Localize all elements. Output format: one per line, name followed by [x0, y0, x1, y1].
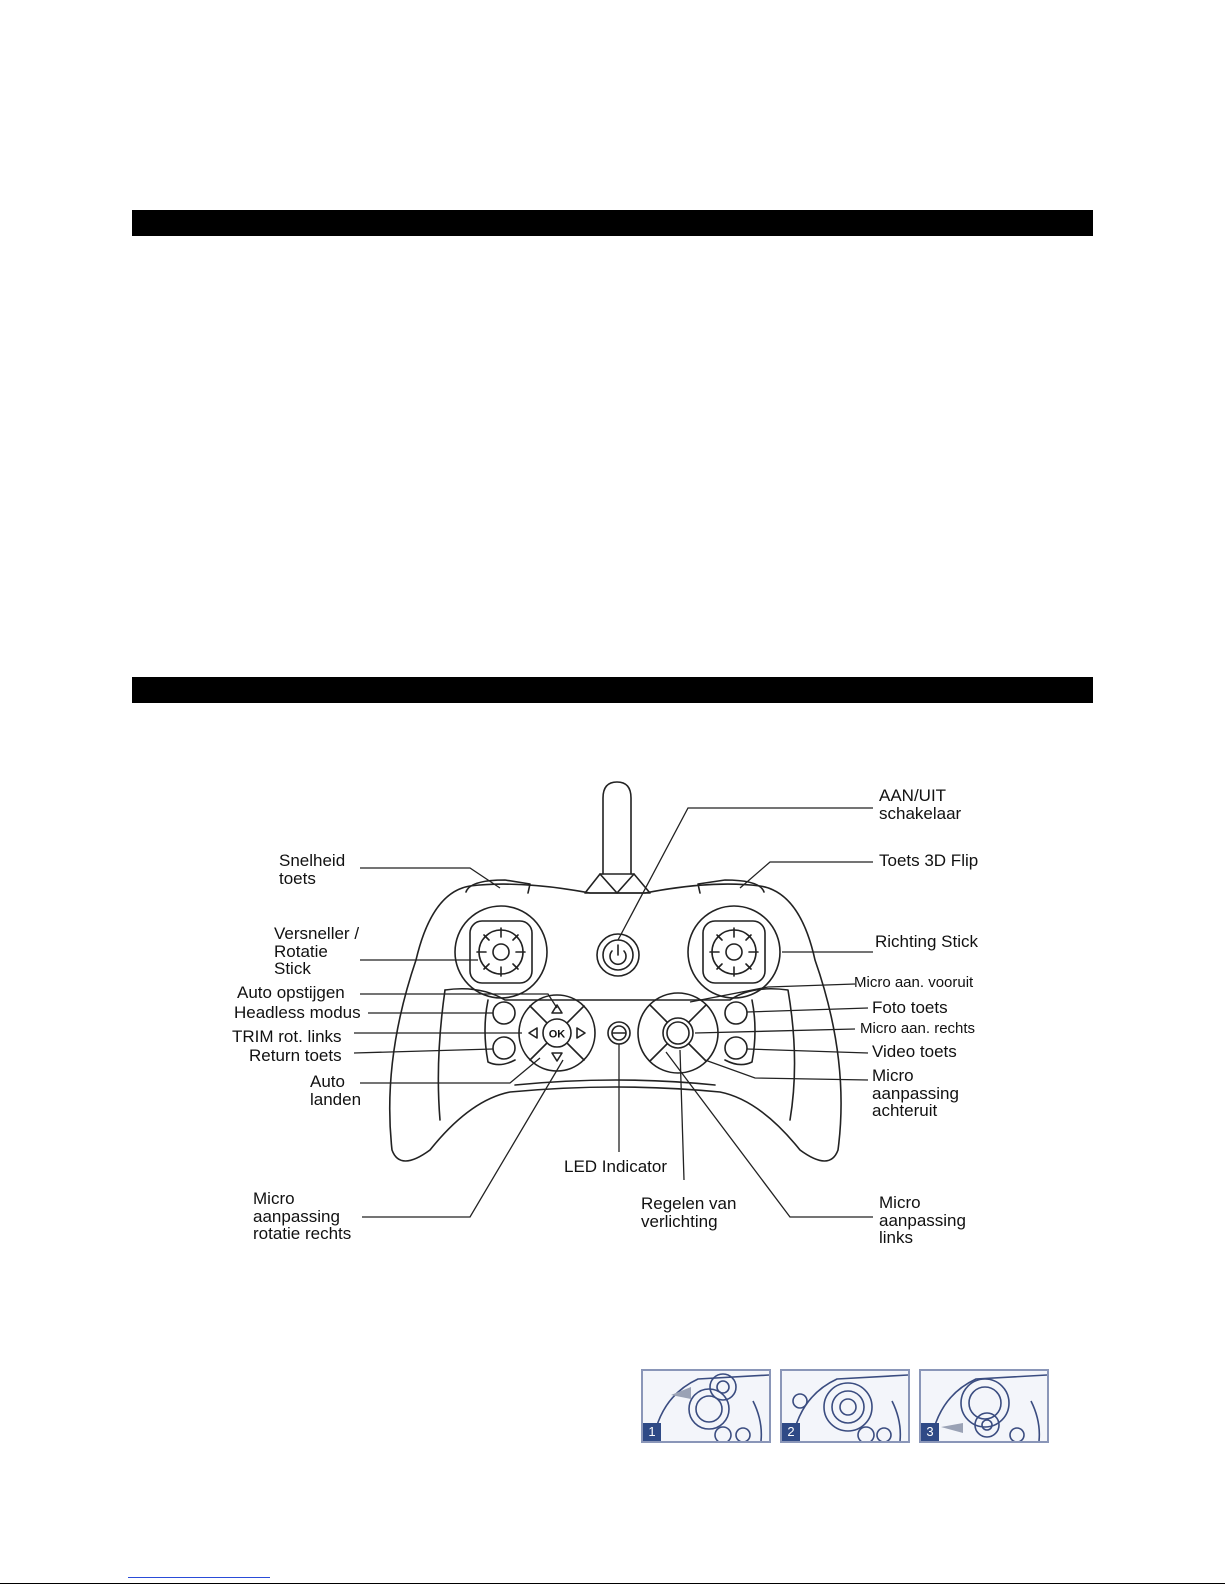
return-button: [492, 1036, 516, 1060]
label-auto-takeoff: Auto opstijgen: [237, 983, 345, 1002]
flip-shoulder-button: [697, 879, 765, 894]
power-button: [596, 933, 640, 977]
label-return-button: Return toets: [249, 1046, 342, 1065]
controller-body: [388, 883, 842, 1162]
leader-lines: [353, 807, 873, 1218]
step-image-3: 3: [919, 1369, 1049, 1443]
left-stick: [454, 905, 548, 999]
step-number: 2: [782, 1423, 800, 1441]
label-trim-rotation-left: TRIM rot. links: [232, 1027, 342, 1046]
label-led-indicator: LED Indicator: [564, 1157, 667, 1176]
label-speed-button: Snelheid toets: [279, 851, 346, 888]
label-auto-landing: Auto landen: [310, 1072, 362, 1109]
video-button: [724, 1036, 748, 1060]
stick-cap-illustration: [791, 1374, 908, 1441]
label-3d-flip-button: Toets 3D Flip: [879, 851, 979, 870]
label-headless-mode: Headless modus: [234, 1003, 361, 1022]
speed-shoulder-button: [465, 879, 531, 894]
right-stick: [687, 905, 781, 999]
label-video-button: Video toets: [872, 1042, 957, 1061]
step-number: 3: [921, 1423, 939, 1441]
headless-button: [492, 1001, 516, 1025]
footer-rule: [0, 1583, 1225, 1584]
step-image-2: 2: [780, 1369, 910, 1443]
label-trim-right: Micro aan. rechts: [860, 1020, 976, 1037]
label-direction-stick: Richting Stick: [875, 932, 978, 951]
ok-button-label: OK: [549, 1029, 566, 1041]
stick-cap-remove-illustration: [652, 1373, 769, 1441]
label-power-switch: AAN/UIT schakelaar: [879, 786, 962, 823]
step-number: 1: [643, 1423, 661, 1441]
label-trim-forward: Micro aan. vooruit: [854, 974, 974, 991]
antenna: [584, 781, 651, 894]
led-indicator-light: [607, 1021, 631, 1045]
section-header-bar: [132, 210, 1093, 236]
footer-link-underline[interactable]: [128, 1577, 270, 1578]
stick-cap-install-illustration: [930, 1374, 1047, 1441]
step-image-1: 1: [641, 1369, 771, 1443]
label-trim-left: Micro aanpassing links: [879, 1193, 966, 1247]
photo-button: [724, 1001, 748, 1025]
label-trim-rotation-right: Micro aanpassing rotatie rechts: [253, 1189, 352, 1243]
section-header-bar: [132, 677, 1093, 703]
label-throttle-rotation-stick: Versneller / Rotatie Stick: [274, 924, 360, 978]
label-photo-button: Foto toets: [872, 998, 948, 1017]
label-trim-backward: Micro aanpassing achteruit: [872, 1066, 959, 1120]
label-light-control: Regelen van verlichting: [641, 1194, 737, 1231]
